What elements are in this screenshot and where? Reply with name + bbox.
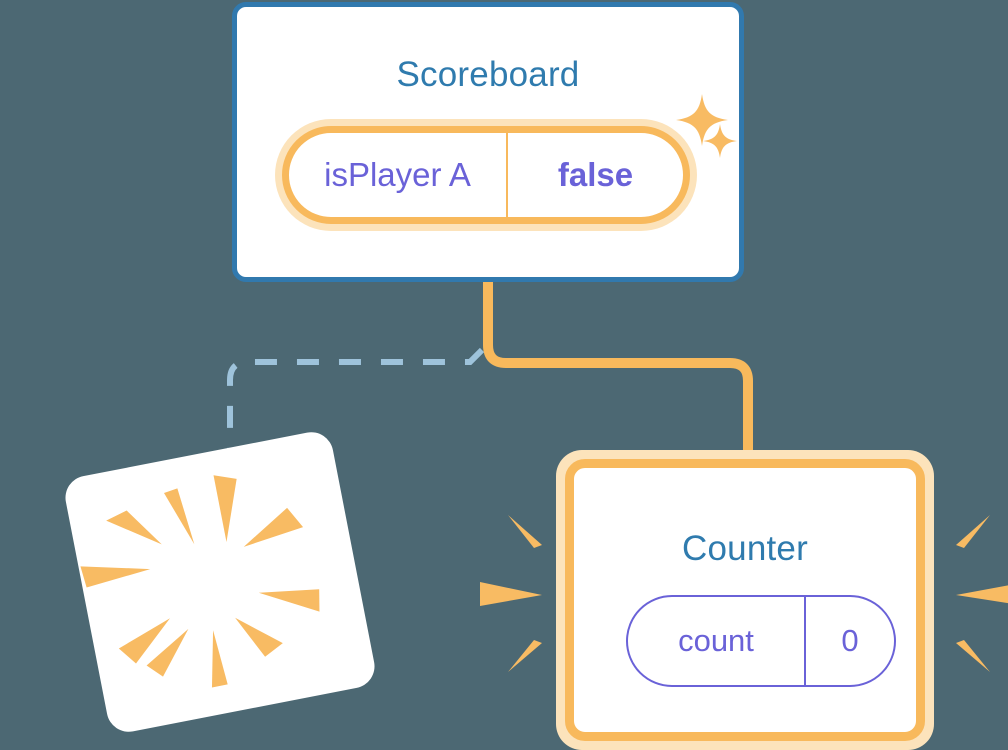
burst-card[interactable] xyxy=(61,428,379,736)
scoreboard-state-value: false xyxy=(557,156,634,193)
ray-icon xyxy=(213,475,237,543)
counter-card[interactable]: Counter count 0 xyxy=(556,450,934,750)
counter-state-value: 0 xyxy=(841,623,859,658)
counter-state-key: count xyxy=(678,623,754,658)
pill-divider xyxy=(804,597,806,685)
ray-icon xyxy=(258,589,320,612)
ray-icon xyxy=(235,617,283,657)
counter-card-inner: Counter count 0 xyxy=(565,459,925,741)
scoreboard-state-key: isPlayer A xyxy=(324,156,471,193)
ray-icon xyxy=(163,488,195,545)
scoreboard-state-pill[interactable]: isPlayer A false xyxy=(275,119,697,231)
ray-icon xyxy=(106,510,162,545)
ray-icon xyxy=(243,507,304,547)
scoreboard-title: Scoreboard xyxy=(396,55,580,94)
ray-icon xyxy=(80,566,151,588)
connector-scoreboard-to-counter xyxy=(483,278,753,460)
ray-icon xyxy=(118,618,170,664)
connector-scoreboard-to-burst xyxy=(227,347,485,470)
ray-icon xyxy=(146,628,189,677)
ray-icon xyxy=(211,630,228,688)
burst-rays xyxy=(80,475,320,688)
scoreboard-card[interactable]: Scoreboard isPlayer A false xyxy=(232,2,744,282)
scoreboard-state-pill-body: isPlayer A false xyxy=(282,126,690,224)
pill-divider xyxy=(506,133,508,217)
counter-title: Counter xyxy=(682,529,808,568)
counter-state-pill[interactable]: count 0 xyxy=(626,595,896,687)
